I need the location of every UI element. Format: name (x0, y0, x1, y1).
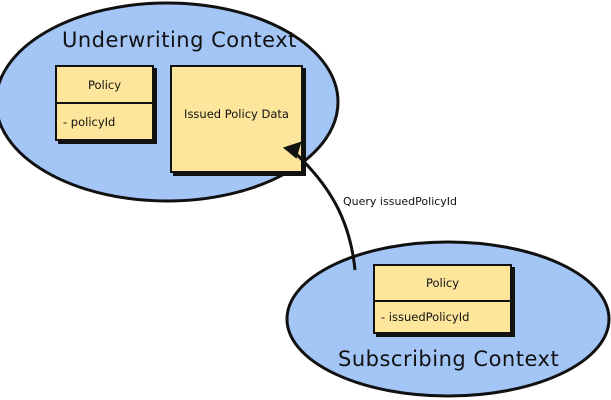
subscribing-context-title: Subscribing Context (338, 347, 560, 371)
issued-policy-data-label: Issued Policy Data (184, 107, 289, 121)
issued-policy-data-box[interactable]: Issued Policy Data (170, 65, 303, 173)
underwriting-context-title: Underwriting Context (62, 28, 297, 52)
class-name: Policy (57, 67, 152, 104)
class-attribute: - issuedPolicyId (381, 310, 470, 324)
relation-label: Query issuedPolicyId (343, 195, 458, 208)
underwriting-policy-class[interactable]: Policy - policyId (55, 65, 154, 141)
subscribing-policy-class[interactable]: Policy - issuedPolicyId (373, 264, 512, 334)
class-name: Policy (375, 266, 510, 302)
class-attribute: - policyId (63, 114, 116, 129)
